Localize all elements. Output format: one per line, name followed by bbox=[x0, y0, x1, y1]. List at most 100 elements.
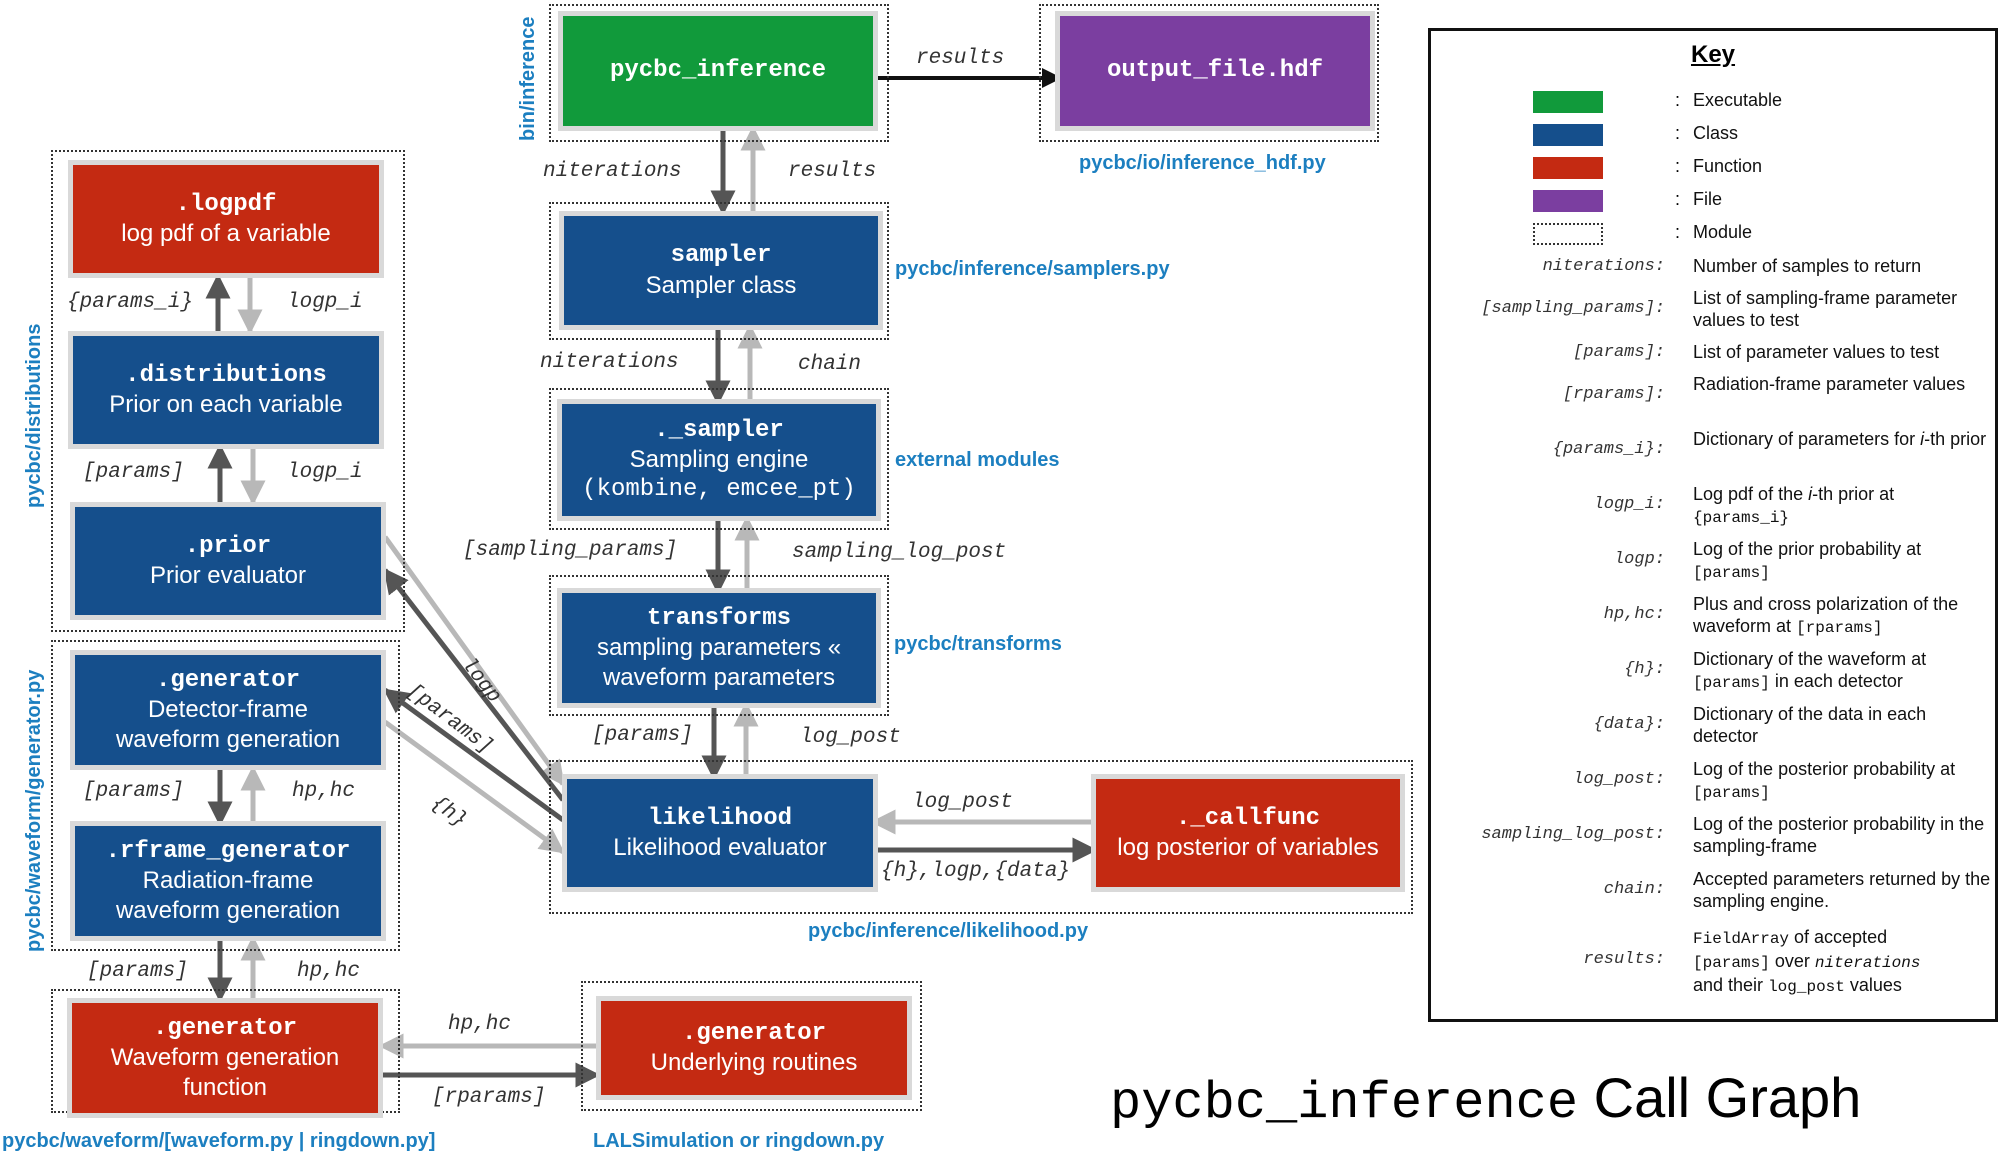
key-def: Dictionary of the waveform at[params] in… bbox=[1693, 649, 1927, 692]
key-term: results: bbox=[1583, 950, 1665, 969]
pycbc-inference-title: pycbc_inference bbox=[609, 57, 827, 85]
arrow-h-diag bbox=[383, 719, 566, 855]
label-params-dp: [params] bbox=[83, 461, 184, 484]
transforms-title: transforms bbox=[646, 605, 792, 633]
sampler-box[interactable]: sampler Sampler class bbox=[559, 211, 883, 330]
key-swatch-executable: : Executable bbox=[1431, 89, 1995, 115]
distributions-box[interactable]: .distributions Prior on each variable bbox=[68, 331, 384, 449]
waveform-generator-box[interactable]: .generator Waveform generation function bbox=[67, 998, 383, 1118]
module-samplers bbox=[549, 202, 889, 340]
label-params-gr: [params] bbox=[83, 780, 184, 803]
sampling-engine-title: ._sampler bbox=[654, 417, 784, 445]
likelihood-subtitle: Likelihood evaluator bbox=[613, 834, 827, 861]
function-swatch bbox=[1533, 157, 1603, 179]
module-generator-py bbox=[51, 640, 400, 951]
label-sampling-log-post: sampling_log_post bbox=[792, 541, 1007, 564]
detector-generator-subtitle2: waveform generation bbox=[115, 725, 341, 753]
sampler-title: sampler bbox=[670, 242, 772, 270]
likelihood-box[interactable]: likelihood Likelihood evaluator bbox=[562, 774, 878, 892]
callfunc-subtitle: log posterior of variables bbox=[1117, 834, 1379, 861]
prior-title: .prior bbox=[184, 532, 272, 560]
callfunc-title: ._callfunc bbox=[1175, 804, 1321, 832]
distributions-title: .distributions bbox=[125, 361, 327, 389]
logpdf-subtitle: log pdf of a variable bbox=[121, 220, 331, 247]
arrow-logp bbox=[382, 535, 566, 787]
label-niterations-2: niterations bbox=[540, 351, 679, 374]
key-def: List of parameter values to test bbox=[1693, 342, 1940, 362]
class-label: Class bbox=[1693, 123, 1739, 143]
module-label: Module bbox=[1693, 222, 1753, 242]
rframe-generator-subtitle2: waveform generation bbox=[115, 896, 341, 924]
module-label-transforms: pycbc/transforms bbox=[894, 633, 1062, 655]
file-label: File bbox=[1693, 189, 1723, 209]
module-label-external: external modules bbox=[895, 449, 1060, 471]
key-term: logp: bbox=[1613, 550, 1665, 569]
likelihood-title: likelihood bbox=[647, 804, 793, 832]
label-sampling-params: [sampling_params] bbox=[463, 539, 678, 562]
key-def: Plus and cross polarization of the wavef… bbox=[1693, 594, 1959, 637]
key-term: logp_i: bbox=[1593, 495, 1665, 514]
sampling-engine-box[interactable]: ._sampler Sampling engine (kombine, emce… bbox=[557, 399, 881, 521]
key-term: niterations: bbox=[1542, 257, 1665, 276]
underlying-generator-subtitle: Underlying routines bbox=[650, 1049, 858, 1076]
detector-generator-box[interactable]: .generator Detector-frame waveform gener… bbox=[70, 650, 386, 770]
label-log-post-tl: log_post bbox=[800, 726, 901, 749]
module-label-lalsim: LALSimulation or ringdown.py bbox=[593, 1130, 885, 1152]
sampling-engine-subtitle: Sampling engine bbox=[629, 446, 809, 474]
executable-swatch bbox=[1533, 91, 1603, 113]
callfunc-box[interactable]: ._callfunc log posterior of variables bbox=[1091, 774, 1405, 892]
distributions-subtitle: Prior on each variable bbox=[109, 391, 343, 418]
label-hphc-gu: hp,hc bbox=[448, 1013, 512, 1036]
arrow-params-diag bbox=[382, 687, 565, 823]
rframe-generator-subtitle: Radiation-frame bbox=[142, 867, 314, 895]
arrow-params-prior bbox=[383, 568, 565, 802]
sampler-subtitle: Sampler class bbox=[645, 271, 797, 299]
pycbc-inference-box[interactable]: pycbc_inference bbox=[558, 11, 878, 131]
underlying-generator-box[interactable]: .generator Underlying routines bbox=[596, 996, 912, 1100]
logpdf-box[interactable]: .logpdf log pdf of a variable bbox=[68, 160, 384, 278]
key-panel: Key : Executable : Class : Function : Fi… bbox=[1428, 28, 1998, 1022]
label-results-out: results bbox=[916, 47, 1005, 70]
key-def: Radiation-frame parameter values bbox=[1693, 374, 1966, 394]
transforms-box[interactable]: transforms sampling parameters « wavefor… bbox=[557, 588, 881, 708]
module-likelihood bbox=[549, 760, 1413, 914]
module-label-likelihood: pycbc/inference/likelihood.py bbox=[808, 920, 1089, 942]
label-results-back: results bbox=[788, 160, 877, 183]
label-h-logp-data: {h},logp,{data} bbox=[881, 860, 1071, 883]
detector-generator-title: .generator bbox=[155, 667, 301, 695]
key-term: {data}: bbox=[1593, 715, 1665, 734]
output-file-title: output_file.hdf bbox=[1106, 57, 1324, 85]
module-swatch bbox=[1533, 223, 1603, 245]
key-term: {params_i}: bbox=[1552, 440, 1665, 459]
module-bin-inference bbox=[549, 4, 889, 142]
key-swatch-function: : Function bbox=[1431, 155, 1995, 181]
key-swatch-class: : Class bbox=[1431, 122, 1995, 148]
key-term: chain: bbox=[1603, 880, 1665, 899]
sampling-engine-subtitle2: (kombine, emcee_pt) bbox=[582, 475, 856, 503]
key-def: Accepted parameters returned by the samp… bbox=[1693, 869, 1991, 911]
label-hphc-gr: hp,hc bbox=[292, 780, 356, 803]
rframe-generator-box[interactable]: .rframe_generator Radiation-frame wavefo… bbox=[70, 821, 386, 941]
module-label-distributions: pycbc/distributions bbox=[23, 323, 45, 508]
label-params-tl: [params] bbox=[592, 724, 693, 747]
key-term: sampling_log_post: bbox=[1481, 825, 1665, 844]
output-file-box[interactable]: output_file.hdf bbox=[1055, 11, 1375, 131]
prior-box[interactable]: .prior Prior evaluator bbox=[70, 502, 386, 620]
label-niterations-1: niterations bbox=[543, 160, 682, 183]
class-swatch bbox=[1533, 124, 1603, 146]
module-transforms bbox=[549, 575, 889, 716]
waveform-generator-title: .generator bbox=[152, 1015, 298, 1043]
module-label-samplers: pycbc/inference/samplers.py bbox=[895, 258, 1170, 280]
label-params-i: {params_i} bbox=[67, 291, 194, 314]
module-label-io: pycbc/io/inference_hdf.py bbox=[1079, 152, 1326, 174]
key-def: Log of the posterior probability in the … bbox=[1693, 814, 1985, 856]
executable-label: Executable bbox=[1693, 90, 1783, 110]
label-hphc-rg: hp,hc bbox=[297, 960, 361, 983]
key-def: FieldArray of accepted[params] over nite… bbox=[1693, 927, 1921, 996]
file-swatch bbox=[1533, 190, 1603, 212]
module-label-bin: bin/inference bbox=[517, 16, 539, 141]
module-io bbox=[1039, 4, 1379, 142]
key-swatch-file: : File bbox=[1431, 188, 1995, 214]
key-def: List of sampling-frame parameter values … bbox=[1693, 288, 1958, 330]
label-logp-i-1: logp_i bbox=[287, 291, 363, 314]
